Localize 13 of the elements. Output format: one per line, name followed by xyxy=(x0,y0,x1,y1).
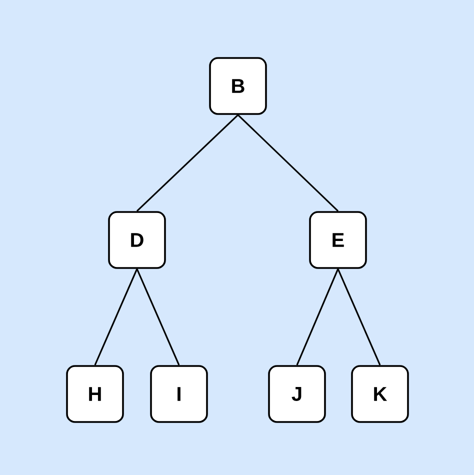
tree-node: E xyxy=(309,211,367,269)
edge-line xyxy=(136,114,239,212)
edge-line xyxy=(136,268,180,366)
tree-node: J xyxy=(268,365,326,423)
tree-node: D xyxy=(108,211,166,269)
tree-node: K xyxy=(351,365,409,423)
edge-line xyxy=(296,268,339,366)
edge-line xyxy=(94,268,138,366)
edge-line xyxy=(237,114,339,212)
tree-node: B xyxy=(209,57,267,115)
tree-node: I xyxy=(150,365,208,423)
edge-line xyxy=(337,268,381,366)
tree-node: H xyxy=(66,365,124,423)
